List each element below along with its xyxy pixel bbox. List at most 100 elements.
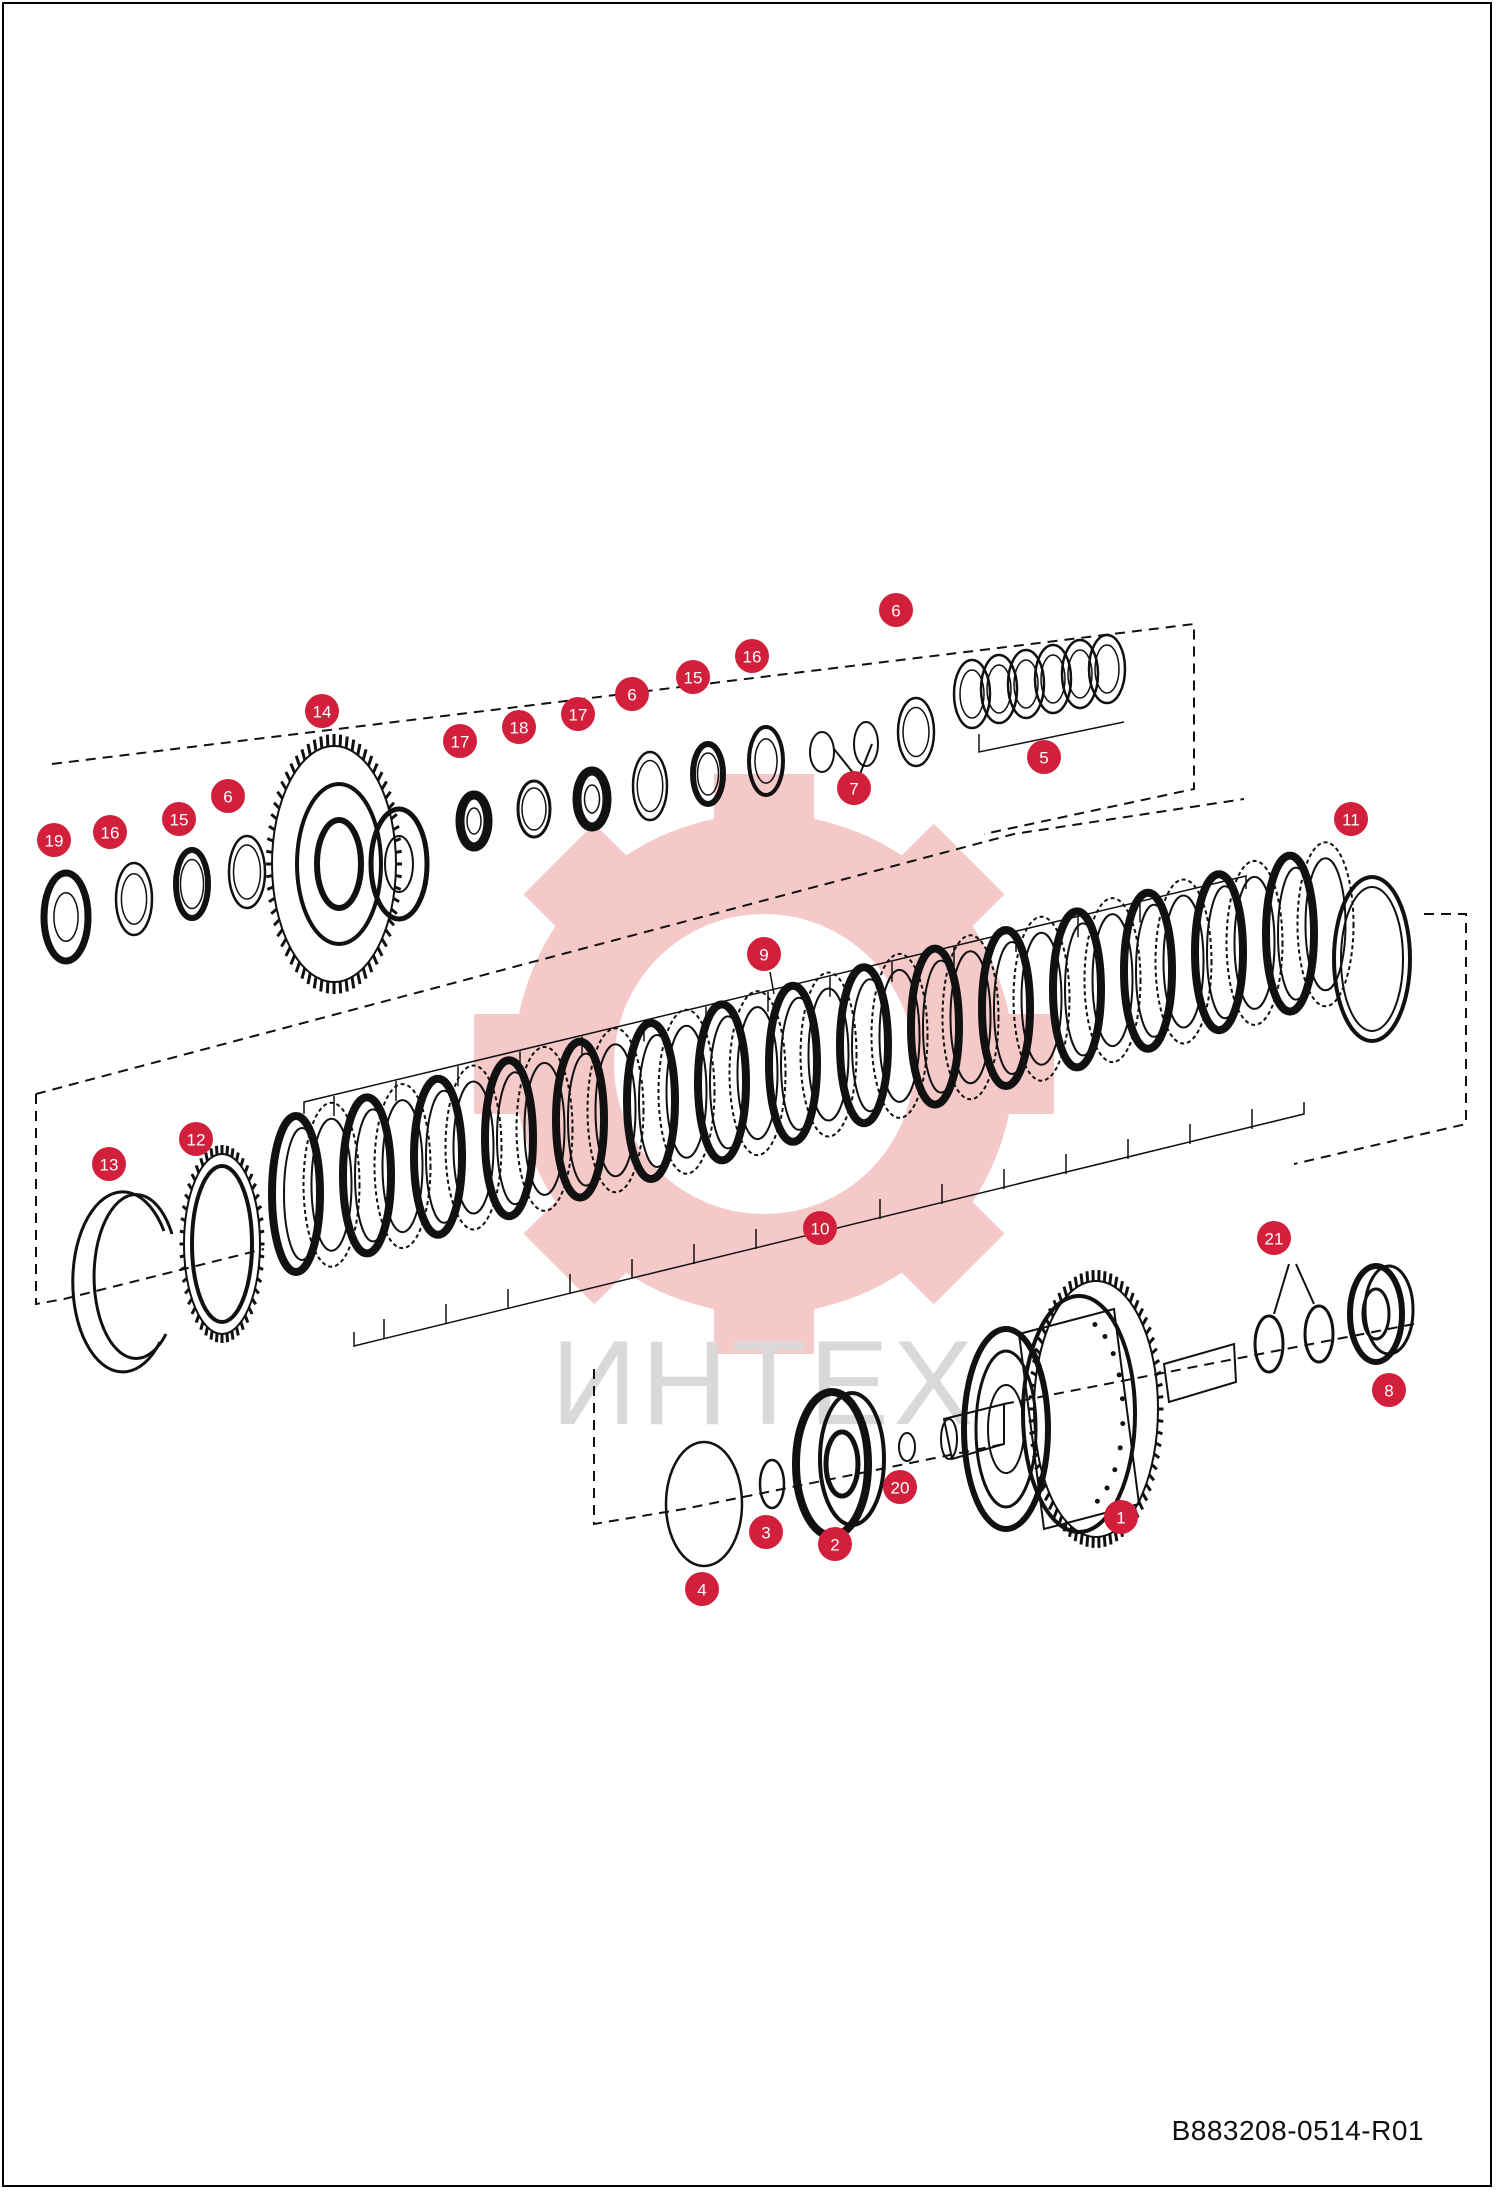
callout-c17b[interactable]: 17 (561, 697, 595, 731)
clutch-drum-shaft-part-1[interactable] (940, 1270, 1238, 1548)
steel-plate-part-10[interactable] (728, 990, 787, 1157)
callout-c1[interactable]: 1 (1104, 1500, 1138, 1534)
thrust-ring-part-11[interactable] (1332, 875, 1412, 1043)
callout-badge (305, 694, 339, 728)
steel-plate-part-10[interactable] (373, 1083, 432, 1250)
washer-part-6[interactable] (631, 750, 669, 822)
steel-plate-part-10[interactable] (1225, 859, 1284, 1026)
callout-badge (883, 1470, 917, 1504)
friction-disc-part-9[interactable] (268, 1112, 324, 1276)
middle-group-outline-top (35, 798, 1245, 1095)
friction-disc-part-9[interactable] (481, 1056, 537, 1221)
callout-c16b[interactable]: 16 (93, 815, 127, 849)
washer-part-6[interactable] (227, 834, 267, 910)
callout-label: 17 (569, 706, 588, 725)
washer-part-16[interactable] (747, 725, 785, 797)
steel-plate-part-10[interactable] (799, 971, 858, 1138)
bearing-part-19[interactable] (40, 869, 92, 965)
callout-badge (615, 677, 649, 711)
callout-label: 13 (100, 1156, 119, 1175)
callout-c15a[interactable]: 15 (676, 660, 710, 694)
friction-disc-part-9[interactable] (1049, 907, 1105, 1072)
bushing-part-18[interactable] (516, 779, 552, 839)
friction-disc-part-9[interactable] (1191, 870, 1247, 1035)
callout-badge (837, 771, 871, 805)
callout-c11[interactable]: 11 (1334, 802, 1368, 836)
washer-part-16[interactable] (114, 861, 154, 937)
callout-c13[interactable]: 13 (92, 1147, 126, 1181)
middle-group-outline-right (1293, 913, 1467, 1165)
callout-c12[interactable]: 12 (179, 1122, 213, 1156)
steel-plate-part-10[interactable] (302, 1101, 361, 1268)
steel-plate-part-10[interactable] (1154, 878, 1213, 1045)
callout-badge (561, 697, 595, 731)
o-ring-part-20[interactable] (898, 1432, 916, 1462)
callout-c20[interactable]: 20 (883, 1470, 917, 1504)
callout-c2[interactable]: 2 (818, 1527, 852, 1561)
callout-c8[interactable]: 8 (1372, 1373, 1406, 1407)
callout-c7[interactable]: 7 (837, 771, 871, 805)
callout-c19[interactable]: 19 (37, 823, 71, 857)
callout-badge (1257, 1221, 1291, 1255)
steel-plate-part-10[interactable] (515, 1045, 574, 1212)
friction-disc-part-9[interactable] (765, 981, 821, 1146)
callout-label: 17 (451, 733, 470, 752)
callout-c3[interactable]: 3 (749, 1515, 783, 1549)
steel-plate-part-10[interactable] (870, 952, 929, 1119)
friction-ring-part-12[interactable] (179, 1145, 265, 1343)
friction-disc-part-9[interactable] (623, 1019, 679, 1183)
watermark-text: ИНТЕХ (551, 1316, 977, 1450)
steel-plate-part-10[interactable] (1083, 897, 1142, 1064)
callout-c16a[interactable]: 16 (735, 639, 769, 673)
callout-label: 6 (627, 686, 636, 705)
o-ring-part-3[interactable] (758, 1458, 786, 1510)
snap-ring-part-7[interactable] (809, 731, 835, 773)
steel-plate-part-10[interactable] (586, 1027, 645, 1194)
needle-bearing-part-17[interactable] (455, 790, 493, 852)
callout-label: 1 (1116, 1509, 1125, 1528)
friction-disc-part-9[interactable] (694, 1000, 750, 1165)
callout-badge (685, 1572, 719, 1606)
friction-disc-part-9[interactable] (339, 1093, 395, 1258)
seal-rings-part-21[interactable] (1253, 1263, 1335, 1374)
callout-c4[interactable]: 4 (685, 1572, 719, 1606)
callout-c6c[interactable]: 6 (211, 779, 245, 813)
callout-c10[interactable]: 10 (803, 1211, 837, 1245)
callout-c14[interactable]: 14 (305, 694, 339, 728)
race-part-15[interactable] (173, 847, 211, 921)
friction-disc-part-9[interactable] (978, 926, 1034, 1090)
callout-c17a[interactable]: 17 (443, 724, 477, 758)
gear-part-14[interactable] (266, 734, 430, 994)
friction-disc-part-9[interactable] (410, 1074, 466, 1239)
callout-c5[interactable]: 5 (1027, 740, 1061, 774)
seal-ring-part-4[interactable] (664, 1440, 744, 1568)
washer-part-6[interactable] (896, 696, 936, 768)
callout-badge (179, 1122, 213, 1156)
friction-disc-part-9[interactable] (1120, 888, 1176, 1053)
callout-badge (1027, 740, 1061, 774)
callout-c18[interactable]: 18 (502, 710, 536, 744)
callout-c15b[interactable]: 15 (162, 802, 196, 836)
callout-label: 12 (187, 1131, 206, 1150)
callout-c9[interactable]: 9 (747, 937, 781, 971)
callout-c21[interactable]: 21 (1257, 1221, 1291, 1255)
callout-badge (735, 639, 769, 673)
friction-disc-part-9[interactable] (1262, 851, 1318, 1016)
callout-c6b[interactable]: 6 (615, 677, 649, 711)
shim-stack-part-5[interactable] (952, 633, 1127, 730)
callout-c6a[interactable]: 6 (879, 593, 913, 627)
needle-bearing-part-17[interactable] (572, 766, 612, 832)
steel-plate-part-10[interactable] (941, 934, 1000, 1101)
steel-plate-part-10[interactable] (444, 1064, 503, 1231)
callout-label: 20 (891, 1479, 910, 1498)
snap-ring-part-7[interactable] (853, 721, 879, 767)
callout-label: 4 (697, 1581, 706, 1600)
callout-badge (1372, 1373, 1406, 1407)
steel-plate-part-10[interactable] (1012, 915, 1071, 1082)
friction-disc-part-9[interactable] (907, 944, 963, 1109)
snap-ring-part-13[interactable] (71, 1190, 174, 1374)
upper-group-outline (51, 622, 1195, 835)
race-part-15[interactable] (690, 741, 726, 807)
friction-disc-part-9[interactable] (552, 1037, 608, 1202)
bearing-part-8[interactable] (1347, 1263, 1415, 1365)
